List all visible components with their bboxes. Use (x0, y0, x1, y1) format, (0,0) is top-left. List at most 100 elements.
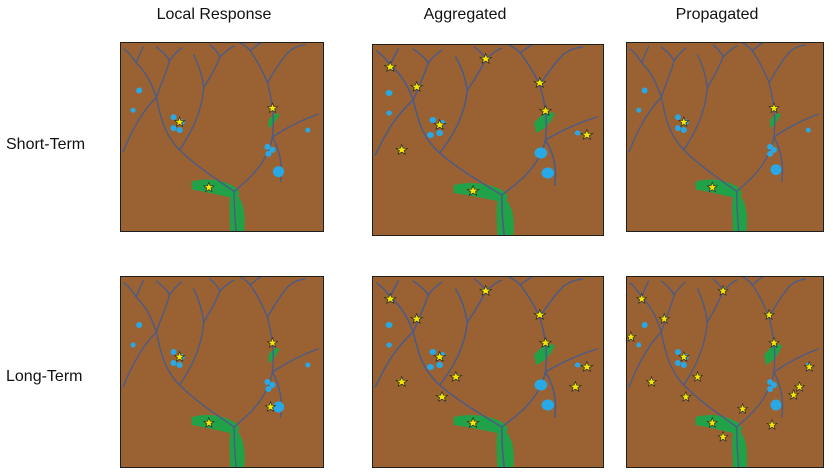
stream-segment (233, 190, 237, 231)
impact-star-icon (538, 336, 553, 349)
impact-star-icon (678, 116, 690, 128)
wetland-icon (675, 125, 681, 132)
stream-segment (155, 60, 171, 99)
impact-star-icon (706, 416, 719, 429)
wetland-icon (136, 322, 143, 328)
stream-segment (696, 288, 709, 323)
wetland-icon (273, 401, 285, 413)
wetland-icon (429, 117, 437, 123)
riparian-zone (496, 427, 514, 467)
stream-segment (168, 281, 183, 296)
impact-star-icon (202, 181, 215, 193)
riparian-zone (534, 112, 555, 133)
impact-star-icon (173, 116, 186, 128)
stream-segment (203, 56, 221, 89)
wetland-icon (675, 349, 681, 355)
stream-segment (178, 321, 205, 386)
panel-local-long (120, 276, 324, 468)
stream-segment (266, 52, 289, 84)
impact-star-icon (478, 52, 493, 65)
soil-background (121, 43, 323, 231)
impact-star-icon (678, 350, 690, 363)
stream-segment (751, 43, 763, 52)
stream-segment (374, 331, 415, 388)
impact-star-icon (266, 102, 279, 114)
stream-segment (412, 280, 430, 296)
impact-star-icon (691, 370, 704, 383)
column-title-propagated: Propagated (675, 6, 759, 23)
impact-star-icon (706, 181, 719, 193)
riparian-zone (191, 179, 240, 198)
panel-aggregated-long (372, 276, 604, 468)
stream-segment (178, 86, 205, 151)
stream-segment (155, 280, 171, 296)
impact-star-icon (803, 360, 816, 373)
wetland-icon (771, 146, 777, 153)
impact-star-icon (717, 430, 729, 443)
soil-background (121, 277, 323, 467)
impact-star-icon (635, 292, 648, 305)
wetland-icon (170, 125, 177, 132)
wetland-icon (130, 107, 136, 113)
stream-segment (673, 281, 687, 296)
stream-segment (519, 45, 533, 54)
impact-star-icon (768, 336, 780, 349)
wetland-icon (641, 322, 648, 328)
wetland-icon (265, 386, 272, 392)
impact-star-icon (768, 102, 780, 114)
wetland-icon (429, 349, 437, 355)
row-label-short-term: Short-Term (6, 136, 86, 153)
impact-star-icon (532, 308, 547, 321)
stream-segment (155, 294, 171, 333)
wetland-icon (770, 399, 782, 411)
wetland-icon (675, 114, 681, 121)
stream-segment (427, 49, 443, 64)
impact-star-icon (717, 284, 729, 297)
riparian-zone (191, 414, 240, 434)
impact-star-icon (266, 336, 279, 349)
wetland-icon (427, 132, 434, 138)
riparian-zone (268, 113, 280, 129)
impact-star-icon (409, 312, 424, 325)
impact-star-icon (202, 416, 215, 429)
wetland-icon (269, 382, 276, 388)
impact-star-icon (394, 143, 409, 156)
impact-star-icon (568, 380, 583, 393)
impact-star-icon (736, 402, 749, 415)
stream-segment (500, 194, 505, 235)
riparian-zone (229, 427, 245, 467)
stream-segment (123, 282, 137, 298)
wetland-icon (771, 382, 777, 388)
stream-segment (123, 48, 137, 64)
riparian-zone (770, 113, 781, 129)
stream-segment (773, 348, 819, 373)
riparian-zone (732, 427, 748, 467)
wetland-icon (636, 342, 642, 348)
stream-segment (412, 294, 430, 333)
stream-segment (271, 371, 283, 418)
wetland-icon (680, 127, 687, 134)
stream-segment (544, 139, 557, 186)
impact-star-icon (432, 118, 447, 131)
wetland-icon (136, 87, 143, 94)
panel-aggregated-short (372, 44, 604, 236)
stream-segment (768, 52, 790, 84)
stream-segment (122, 331, 158, 388)
stream-segment (375, 50, 392, 66)
stream-segment (438, 89, 469, 154)
stream-segment (412, 48, 430, 64)
stream-segment (193, 54, 205, 89)
stream-segment (135, 296, 158, 333)
impact-star-icon (763, 308, 775, 321)
stream-segment (233, 426, 237, 467)
wetland-icon (805, 127, 811, 133)
riparian-zone (732, 191, 748, 231)
stream-segment (507, 45, 522, 54)
panel-propagated-short (626, 42, 824, 232)
stream-segment (660, 280, 675, 296)
panel-local-short (120, 42, 324, 232)
wetland-icon (264, 143, 271, 150)
wetland-icon (680, 362, 687, 368)
stream-segment (641, 46, 650, 64)
stream-segment (660, 46, 675, 62)
